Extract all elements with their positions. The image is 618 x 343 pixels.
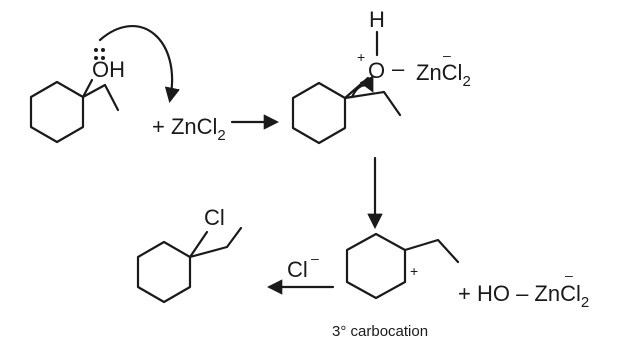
reactant-ethyl-chain <box>81 83 120 112</box>
reactant-oh-label: OH <box>92 57 125 82</box>
complex-ethyl-chain <box>343 90 402 117</box>
complex-o-plus-charge: + <box>357 49 365 65</box>
carbocation-plus-charge: + <box>410 263 418 279</box>
product-ethyl-chain <box>188 226 243 259</box>
byproduct-zn-minus-charge: – <box>565 267 573 283</box>
bond-cleavage-arrow <box>350 75 374 99</box>
complex-h-label: H <box>369 7 385 32</box>
lone-pair-dot <box>101 56 105 60</box>
complex-zncl2: ZnCl2 <box>416 60 471 90</box>
oxonium-complex-molecule: H + O – ZnCl2 – <box>291 7 471 145</box>
complex-o-label: O <box>368 58 385 83</box>
curved-electron-arrow <box>98 24 180 104</box>
product-c-cl-bond <box>188 230 209 259</box>
carbocation-caption: 3° carbocation <box>332 323 428 340</box>
lone-pair-dot <box>94 48 98 52</box>
chloride-minus-charge: – <box>311 250 319 266</box>
product-molecule: Cl <box>136 205 243 304</box>
reactant-cyclohexane-ring <box>29 80 85 144</box>
reagent-zncl2: + ZnCl2 <box>152 114 226 144</box>
complex-zn-minus-charge: – <box>443 47 451 63</box>
byproduct-ho-zncl2: + HO – ZnCl2 <box>458 281 589 311</box>
chloride-nucleophile-label: Cl <box>287 257 308 282</box>
lone-pair-dot <box>94 56 98 60</box>
reactant-molecule: OH <box>29 48 125 144</box>
complex-dash: – <box>392 56 405 81</box>
complex-cyclohexane-ring <box>291 81 347 145</box>
reactant-c-o-bond <box>81 78 94 99</box>
carbocation-molecule: + <box>345 232 460 300</box>
product-cl-label: Cl <box>204 205 225 230</box>
product-cyclohexane-ring <box>136 240 192 304</box>
carbocation-ethyl-chain <box>403 238 460 264</box>
lone-pair-dot <box>101 48 105 52</box>
carbocation-cyclohexane-ring <box>345 232 407 300</box>
